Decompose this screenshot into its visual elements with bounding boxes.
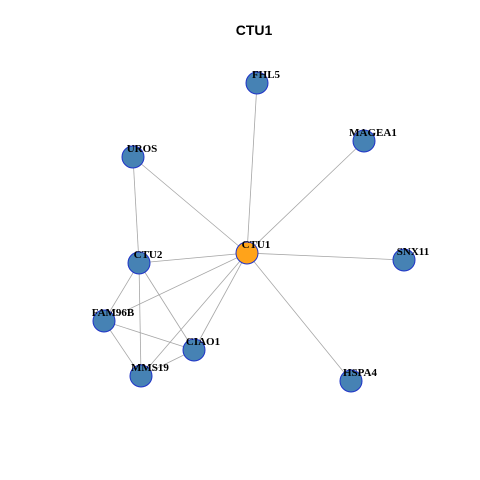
edge-ctu2-mms19 <box>138 262 142 377</box>
node-hspa4[interactable] <box>339 369 363 393</box>
edge-uros-ctu2 <box>132 156 140 264</box>
edge-ctu1-uros <box>132 156 248 254</box>
node-uros[interactable] <box>121 145 145 169</box>
edge-ctu1-hspa4 <box>246 252 352 382</box>
diagram-title: CTU1 <box>236 22 273 38</box>
node-snx11[interactable] <box>392 248 416 272</box>
nodes-layer <box>92 71 416 393</box>
node-ctu2[interactable] <box>127 251 151 275</box>
node-label-ctu1: CTU1 <box>242 239 271 251</box>
edge-ctu1-magea1 <box>246 140 365 254</box>
node-label-uros: UROS <box>127 143 158 155</box>
node-mms19[interactable] <box>129 364 153 388</box>
node-label-magea1: MAGEA1 <box>349 127 397 139</box>
edge-ctu1-mms19 <box>140 252 248 377</box>
node-label-fam96b: FAM96B <box>92 307 135 319</box>
edge-ctu1-fam96b <box>103 252 248 322</box>
edge-ctu1-snx11 <box>246 252 405 261</box>
node-label-mms19: MMS19 <box>131 362 169 374</box>
node-label-ciao1: CIAO1 <box>186 336 220 348</box>
node-ciao1[interactable] <box>182 338 206 362</box>
edge-ctu2-ciao1 <box>138 262 195 351</box>
node-label-snx11: SNX11 <box>397 246 429 258</box>
node-label-hspa4: HSPA4 <box>343 367 378 379</box>
node-magea1[interactable] <box>352 129 376 153</box>
node-label-ctu2: CTU2 <box>134 249 163 261</box>
edge-ctu1-ctu2 <box>138 252 248 264</box>
node-ctu1[interactable] <box>235 241 259 265</box>
edge-ctu1-fhl5 <box>246 82 258 254</box>
node-fam96b[interactable] <box>92 309 116 333</box>
node-label-fhl5: FHL5 <box>252 69 281 81</box>
node-fhl5[interactable] <box>245 71 269 95</box>
edge-fam96b-ciao1 <box>103 320 195 351</box>
edge-ctu1-ciao1 <box>193 252 248 351</box>
